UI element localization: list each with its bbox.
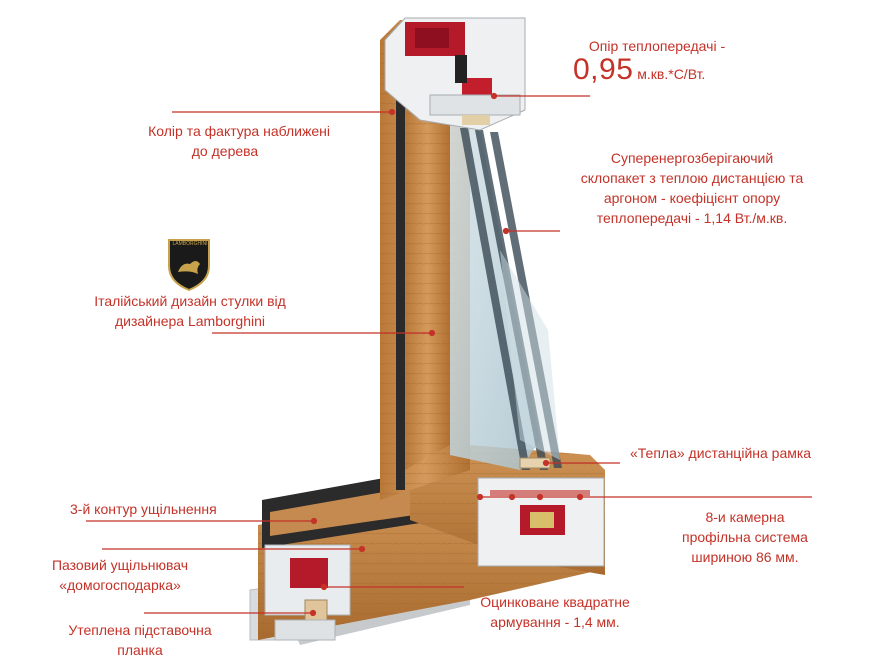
warm-spacer-label: «Тепла» дистанційна рамка (630, 445, 812, 461)
glass-unit-line-2: склопакет з теплою дистанцією та (580, 170, 804, 186)
thermal-resistance-label: Опір теплопередачі - (566, 36, 748, 56)
thermal-resistance-unit: м.кв.*С/Вт. (637, 66, 706, 82)
glass-unit-line-4: теплопередачі - 1,14 Вт./м.кв. (596, 210, 788, 226)
wood-texture-line-1: Колір та фактура наближені (148, 123, 330, 139)
glass-unit (450, 125, 562, 470)
design-line-2: дизайнера Lamborghini (114, 313, 266, 329)
insulated-strip-label: Утеплена підставочна планка (40, 620, 240, 660)
insulated-strip-line-1: Утеплена підставочна (68, 622, 212, 638)
chambers-line-2: профільна система (682, 529, 808, 545)
reinforcement-label: Оцинковане квадратне армування - 1,4 мм. (455, 592, 655, 632)
top-profile (384, 17, 526, 131)
logo-text: LAMBORGHINI (172, 241, 208, 247)
thermal-resistance-value-row: 0,95 м.кв.*С/Вт. (573, 55, 706, 85)
thermal-resistance-title: Опір теплопередачі - (588, 38, 726, 54)
wood-texture-label: Колір та фактура наближені до дерева (60, 121, 330, 161)
glass-unit-line-3: аргоном - коефіцієнт опору (603, 190, 781, 206)
chambers-line-1: 8-и камерна (705, 509, 785, 525)
lamborghini-logo-icon (168, 239, 210, 292)
design-label: Італійський дизайн стулки від дизайнера … (50, 291, 330, 331)
chambers-line-3: шириною 86 мм. (691, 549, 799, 565)
seal-contour-label: 3-й контур ущільнення (70, 501, 217, 517)
insulated-strip-line-2: планка (117, 642, 163, 658)
groove-seal-label: Пазовий ущільнювач «домогосподарка» (30, 555, 210, 595)
reinforcement-line-1: Оцинковане квадратне (480, 594, 630, 610)
sash-vertical (405, 95, 450, 470)
groove-seal-line-2: «домогосподарка» (59, 577, 181, 593)
chambers-label: 8-и камерна профільна система шириною 86… (655, 507, 835, 567)
wood-texture-line-2: до дерева (191, 143, 259, 159)
thermal-resistance-value: 0,95 (573, 53, 634, 86)
design-line-1: Італійський дизайн стулки від (94, 293, 286, 309)
glass-unit-label: Суперенергозберігаючий склопакет з тепло… (552, 148, 832, 228)
leader-lines (86, 92, 812, 617)
glass-unit-line-1: Суперенергозберігаючий (610, 150, 774, 166)
groove-seal-line-1: Пазовий ущільнювач (51, 557, 189, 573)
reinforcement-line-2: армування - 1,4 мм. (490, 614, 620, 630)
